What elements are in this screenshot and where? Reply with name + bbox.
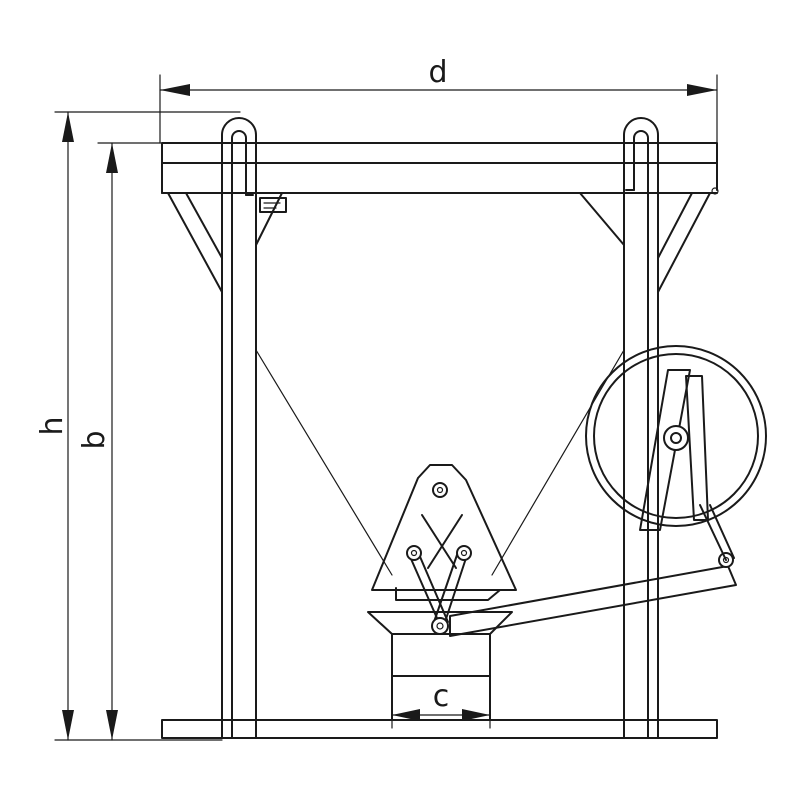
operating-lever (449, 552, 737, 637)
dimension-label-h: h (35, 416, 70, 435)
identification-plate (259, 197, 287, 213)
dimension-b: b (77, 142, 223, 741)
hopper-body (167, 192, 711, 576)
dimension-label-c: c (433, 679, 450, 714)
dimension-c: c (391, 675, 491, 729)
right-lifting-loop (623, 117, 659, 739)
base-plate (161, 719, 718, 739)
dimension-label-b: b (77, 430, 112, 449)
left-lifting-loop (221, 117, 257, 739)
hand-wheel (585, 345, 767, 561)
dimension-h: h (35, 111, 241, 741)
dimension-d: d (159, 55, 718, 144)
dimension-label-d: d (428, 55, 447, 90)
